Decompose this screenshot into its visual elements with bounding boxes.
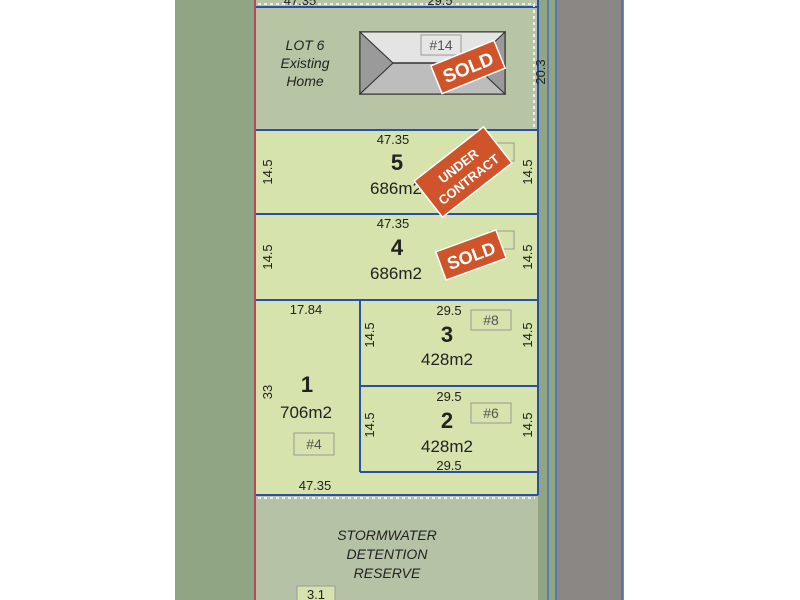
lot-6-tag-box [420,34,462,56]
lot-4-depth-right: 14.5 [520,244,535,269]
lot-5-depth-left: 14.5 [260,159,275,184]
lot-3-area: 428m2 [421,350,473,369]
lot-2-number: 2 [441,408,453,433]
lot-2-depth-right: 14.5 [520,412,535,437]
lot-1-tag-box [293,432,335,456]
lot-boundaries [255,0,539,496]
reserve-line3: RESERVE [354,565,421,581]
left-margin [0,0,175,600]
reserve-line1: STORMWATER [337,527,437,543]
right-margin [624,0,800,600]
lot-3-parcel [360,300,538,386]
lot-5-area: 686m2 [370,179,422,198]
lot-3-width: 29.5 [436,303,461,318]
lot-6-depth: 20.3 [533,59,548,84]
lot-1-width: 17.84 [290,302,323,317]
lot-5-width: 47.35 [377,132,410,147]
reserve-parcel [255,495,538,600]
lot-1-area: 706m2 [280,403,332,422]
lot-1-number: 1 [301,372,313,397]
bottom-width: 47.35 [299,478,332,493]
lot-3-depth-left: 14.5 [362,322,377,347]
lot-5-depth-right: 14.5 [520,159,535,184]
lot-2-tag-box [470,402,512,424]
lot-6-line2: Existing [280,55,329,71]
lot-1-tag: #4 [306,436,322,452]
lot-3-number: 3 [441,322,453,347]
lot-3-tag: #8 [483,312,499,328]
lot-5-number: 5 [391,150,403,175]
lot-2-depth-left: 14.5 [362,412,377,437]
lot-4-number: 4 [391,235,404,260]
reserve-line2: DETENTION [347,546,429,562]
top-dim-right: 29.5 [427,0,452,8]
lot-4-width: 47.35 [377,216,410,231]
lot-2-tag: #6 [483,405,499,421]
bottom-dim: 3.1 [307,587,325,600]
lot-3-tag-box [470,309,512,331]
fence-lines [258,3,535,499]
lot-2-width-bottom: 29.5 [436,458,461,473]
lot-6-label: LOT 6 [286,37,325,53]
lot-1-depth: 33 [260,385,275,399]
bottom-dim-box [296,585,336,600]
west-verge [175,0,255,600]
lot-2-width-top: 29.5 [436,389,461,404]
top-dim-left: 47.35 [284,0,317,8]
lot-3-depth-right: 14.5 [520,322,535,347]
lot-6-tag: #14 [429,37,453,53]
lot-1-strip [360,472,538,495]
lot-1-parcel [255,300,360,495]
road [556,0,624,600]
lot-2-parcel [360,386,538,472]
lot-2-area: 428m2 [421,437,473,456]
lot-4-depth-left: 14.5 [260,244,275,269]
east-verge [538,0,560,600]
lot-6-line3: Home [286,73,324,89]
lot-4-area: 686m2 [370,264,422,283]
